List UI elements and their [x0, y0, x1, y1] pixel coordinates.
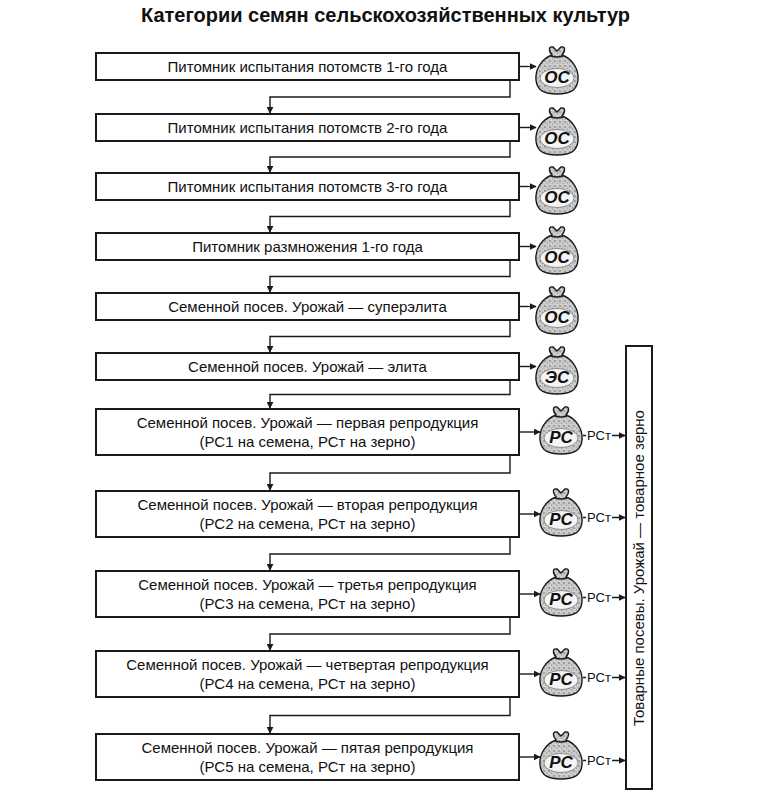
- node-text: Семенной посев. Урожай — элита: [188, 357, 427, 376]
- node-text: Семенной посев. Урожай — первая репродук…: [137, 413, 479, 432]
- node-text: (РС3 на семена, РСт на зерно): [200, 594, 416, 613]
- flow-arrow: [270, 538, 510, 570]
- process-box: Питомник испытания потомств 3-го года: [95, 172, 520, 201]
- vertical-box: Товарные посевы. Урожай — товарное зерно: [625, 345, 653, 790]
- process-box: Семенной посев. Урожай — четвертая репро…: [95, 650, 520, 698]
- node-text: (РС1 на семена, РСт на зерно): [200, 432, 416, 451]
- edge-label: РСт: [586, 511, 612, 525]
- bag-tie: [555, 416, 567, 417]
- flow-arrow: [270, 698, 510, 733]
- bag-tie: [551, 56, 563, 57]
- seed-bag: РС: [538, 405, 584, 455]
- flow-arrow: [270, 321, 510, 352]
- process-box: Питомник размножения 1-го года: [95, 232, 520, 261]
- seed-bag: ОС: [534, 225, 580, 275]
- process-box: Семенной посев. Урожай — вторая репродук…: [95, 490, 520, 538]
- node-text: Семенной посев. Урожай — четвертая репро…: [126, 655, 488, 674]
- process-box: Питомник испытания потомств 2-го года: [95, 113, 520, 142]
- flow-arrow: [270, 142, 510, 172]
- flow-arrow: [270, 81, 510, 113]
- bag-tie: [555, 658, 567, 659]
- seed-category: ЭС: [534, 369, 580, 387]
- node-text: (РС2 на семена, РСт на зерно): [200, 514, 416, 533]
- flow-arrow: [270, 618, 510, 650]
- node-text: (РС4 на семена, РСт на зерно): [200, 674, 416, 693]
- seed-category: ОС: [534, 130, 580, 148]
- process-box: Семенной посев. Урожай — пятая репродукц…: [95, 733, 520, 781]
- node-text: Питомник испытания потомств 2-го года: [168, 118, 448, 137]
- flow-arrow: [520, 593, 540, 594]
- process-box: Питомник испытания потомств 1-го года: [95, 52, 520, 81]
- seed-category: РС: [538, 429, 584, 447]
- seed-category: РС: [538, 511, 584, 529]
- seed-bag: ОС: [534, 285, 580, 335]
- bag-tie: [551, 176, 563, 177]
- node-text: Питомник размножения 1-го года: [192, 237, 423, 256]
- seed-category: РС: [538, 754, 584, 772]
- flow-arrow: [520, 366, 536, 367]
- process-box: Семенной посев. Урожай — суперэлита: [95, 292, 520, 321]
- edge-label: РСт: [586, 671, 612, 685]
- node-text: Семенной посев. Урожай — третья репродук…: [138, 575, 476, 594]
- seed-bag: ЭС: [534, 345, 580, 395]
- bag-tie: [551, 356, 563, 357]
- edge-label: РСт: [586, 591, 612, 605]
- node-text: Семенной посев. Урожай — вторая репродук…: [137, 495, 477, 514]
- flow-arrow: [520, 756, 540, 757]
- seed-category: ОС: [534, 249, 580, 267]
- flow-arrow: [270, 201, 510, 232]
- seed-bag: РС: [538, 567, 584, 617]
- node-text: Семенной посев. Урожай — пятая репродукц…: [141, 738, 473, 757]
- flow-arrow: [520, 431, 540, 432]
- seed-category: ОС: [534, 189, 580, 207]
- edge-label: РСт: [586, 754, 612, 768]
- seed-category: РС: [538, 671, 584, 689]
- flow-arrow: [520, 66, 536, 67]
- seed-bag: РС: [538, 487, 584, 537]
- bag-tie: [551, 236, 563, 237]
- flow-arrow: [520, 673, 540, 674]
- process-box: Семенной посев. Урожай — элита: [95, 352, 520, 381]
- seed-bag: ОС: [534, 165, 580, 215]
- bag-tie: [555, 578, 567, 579]
- seed-bag: РС: [538, 730, 584, 780]
- flow-arrow: [270, 456, 510, 490]
- flow-arrow: [270, 381, 510, 408]
- flow-arrow: [270, 261, 510, 292]
- flow-arrow: [520, 513, 540, 514]
- node-text: Питомник испытания потомств 3-го года: [168, 177, 448, 196]
- seed-bag: ОС: [534, 45, 580, 95]
- flow-arrow: [520, 127, 536, 128]
- node-text: Товарные посевы. Урожай — товарное зерно: [630, 410, 648, 726]
- bag-tie: [555, 498, 567, 499]
- seed-category: ОС: [534, 309, 580, 327]
- node-text: Питомник испытания потомств 1-го года: [168, 57, 448, 76]
- node-text: Семенной посев. Урожай — суперэлита: [168, 297, 447, 316]
- node-text: (РС5 на семена, РСт на зерно): [200, 757, 416, 776]
- seed-category: ОС: [534, 69, 580, 87]
- bag-tie: [551, 296, 563, 297]
- process-box: Семенной посев. Урожай — третья репродук…: [95, 570, 520, 618]
- seed-category: РС: [538, 591, 584, 609]
- flow-arrow: [520, 306, 536, 307]
- edge-label: РСт: [586, 429, 612, 443]
- process-box: Семенной посев. Урожай — первая репродук…: [95, 408, 520, 456]
- seed-bag: РС: [538, 647, 584, 697]
- flow-arrow: [520, 186, 536, 187]
- diagram-title: Категории семян сельскохозяйственных кул…: [0, 3, 771, 27]
- flow-arrow: [520, 246, 536, 247]
- seed-bag: ОС: [534, 106, 580, 156]
- bag-tie: [555, 741, 567, 742]
- bag-tie: [551, 117, 563, 118]
